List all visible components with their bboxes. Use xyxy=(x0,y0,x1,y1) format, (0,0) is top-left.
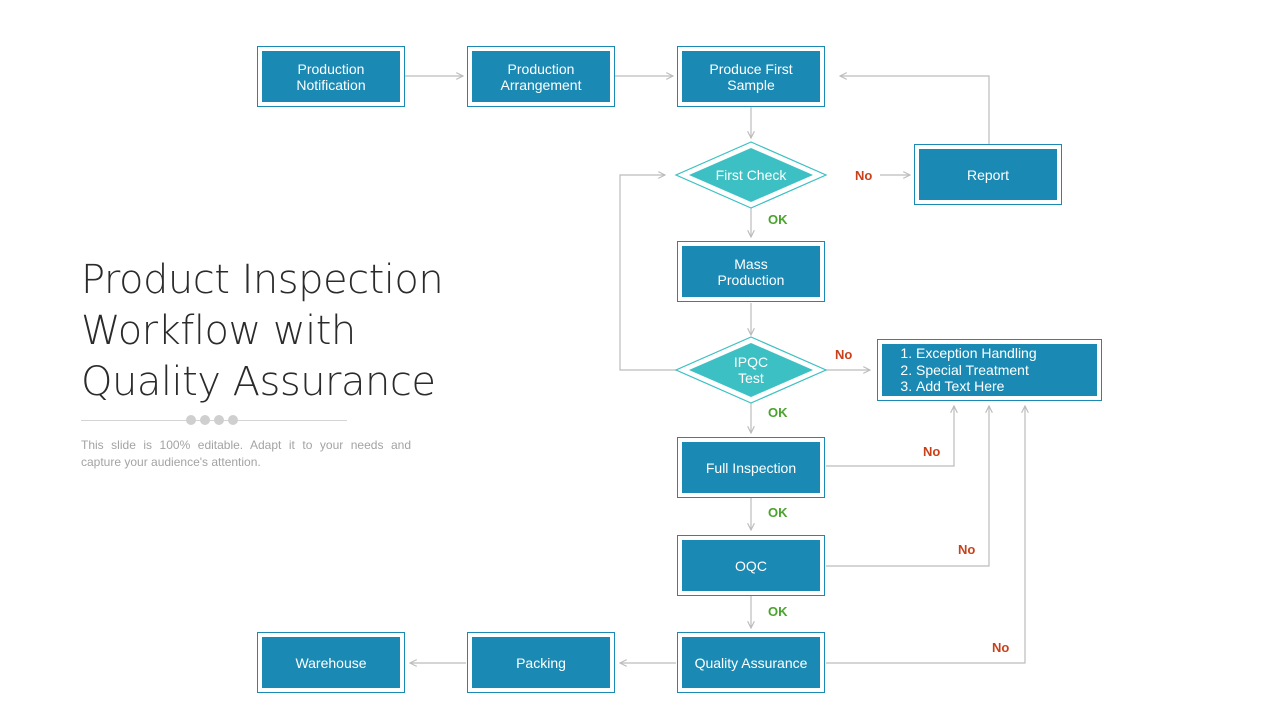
node-mass-production: Mass Production xyxy=(677,241,825,302)
title-line: Workflow with xyxy=(81,308,356,354)
label-ok-first-check: OK xyxy=(768,212,788,227)
first-check-diamond xyxy=(689,148,813,202)
label-no-first-check: No xyxy=(855,168,873,183)
node-label: Production Arrangement xyxy=(500,60,582,93)
slide-subtitle: This slide is 100% editable. Adapt it to… xyxy=(81,438,411,469)
divider-dot xyxy=(228,415,238,425)
node-exception-list: Exception Handling Special Treatment Add… xyxy=(877,339,1102,401)
node-label: Packing xyxy=(516,654,566,671)
divider-dot xyxy=(186,415,196,425)
node-production-notification: Production Notification xyxy=(257,46,405,107)
label-ok-oqc: OK xyxy=(768,604,788,619)
divider-dot xyxy=(214,415,224,425)
node-label: Full Inspection xyxy=(705,459,797,476)
ipqc-diamond xyxy=(689,343,813,397)
label-no-full-inspection: No xyxy=(923,444,941,459)
arrow-oqc-to-exception xyxy=(826,406,989,567)
node-label: Mass Production xyxy=(717,255,785,288)
slide-title: Product Inspection Workflow with Quality… xyxy=(81,255,521,408)
divider-dot xyxy=(200,415,210,425)
list-item: Special Treatment xyxy=(916,362,1037,379)
arrow-report-to-sample xyxy=(840,76,990,145)
node-label: OQC xyxy=(735,557,767,574)
node-label: Warehouse xyxy=(295,654,367,671)
label-no-oqc: No xyxy=(958,542,976,557)
node-label: Produce First Sample xyxy=(709,60,793,93)
exception-list: Exception Handling Special Treatment Add… xyxy=(896,345,1037,395)
arrow-ipqc-loop-to-firstcheck xyxy=(619,175,680,371)
title-line: Product Inspection xyxy=(81,257,444,303)
divider-dots xyxy=(186,415,238,425)
node-quality-assurance: Quality Assurance xyxy=(677,632,825,693)
node-full-inspection: Full Inspection xyxy=(677,437,825,498)
arrow-full-to-exception xyxy=(826,406,954,467)
node-warehouse: Warehouse xyxy=(257,632,405,693)
node-produce-first-sample: Produce First Sample xyxy=(677,46,825,107)
node-report: Report xyxy=(914,144,1062,205)
node-production-arrangement: Production Arrangement xyxy=(467,46,615,107)
node-oqc: OQC xyxy=(677,535,825,596)
ipqc-label: IPQC Test xyxy=(733,354,769,386)
list-item: Exception Handling xyxy=(916,345,1037,362)
arrow-qa-to-exception xyxy=(826,406,1025,664)
first-check-label: First Check xyxy=(715,167,787,183)
node-label: Quality Assurance xyxy=(694,654,808,671)
node-label: Report xyxy=(966,166,1010,183)
label-ok-ipqc: OK xyxy=(768,405,788,420)
node-packing: Packing xyxy=(467,632,615,693)
list-item: Add Text Here xyxy=(916,378,1037,395)
label-ok-full-inspection: OK xyxy=(768,505,788,520)
title-line: Quality Assurance xyxy=(81,359,436,405)
node-label: Production Notification xyxy=(296,60,366,93)
label-no-ipqc: No xyxy=(835,347,853,362)
label-no-quality-assurance: No xyxy=(992,640,1010,655)
